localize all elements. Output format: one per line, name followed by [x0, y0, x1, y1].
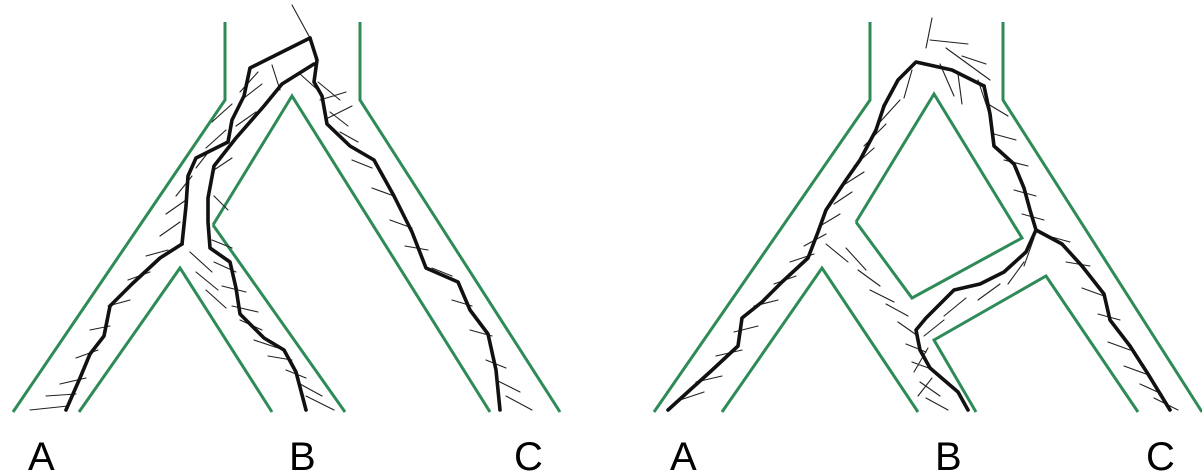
right-label-c: C: [1146, 435, 1175, 475]
left-label-b: B: [289, 435, 316, 475]
left-gene-tree: [66, 38, 500, 410]
right-label-a: A: [670, 435, 697, 475]
left-panel: A B C: [13, 5, 560, 475]
right-species-inner-loop: [856, 94, 1022, 298]
left-gene-lineage-b: [208, 64, 314, 410]
left-species-outer-right: [360, 22, 560, 412]
left-species-b-edge: [213, 225, 345, 412]
left-gene-lineage-ab: [182, 38, 310, 244]
left-leaf-labels: A B C: [28, 435, 543, 475]
right-label-b: B: [935, 435, 962, 475]
right-gene-tree: [668, 62, 1170, 410]
right-gene-lineage-c: [984, 86, 1170, 410]
right-species-network: [654, 22, 1202, 412]
right-gene-lineage-b: [916, 230, 1036, 410]
right-twig: [680, 18, 1178, 410]
right-gene-lineage-a: [668, 106, 884, 410]
left-label-c: C: [514, 435, 543, 475]
right-coalescent-twigs: [680, 18, 1178, 410]
right-panel: A B C: [654, 18, 1202, 475]
right-species-inner-b-c: [934, 276, 1138, 412]
right-leaf-labels: A B C: [670, 435, 1175, 475]
left-label-a: A: [28, 435, 55, 475]
right-species-inner-a-b: [722, 268, 918, 412]
left-species-inner-ab-c: [213, 96, 490, 412]
left-species-inner-a-b: [79, 268, 272, 412]
left-gene-lineage-a: [66, 244, 182, 410]
right-gene-lineage-top: [884, 62, 984, 106]
